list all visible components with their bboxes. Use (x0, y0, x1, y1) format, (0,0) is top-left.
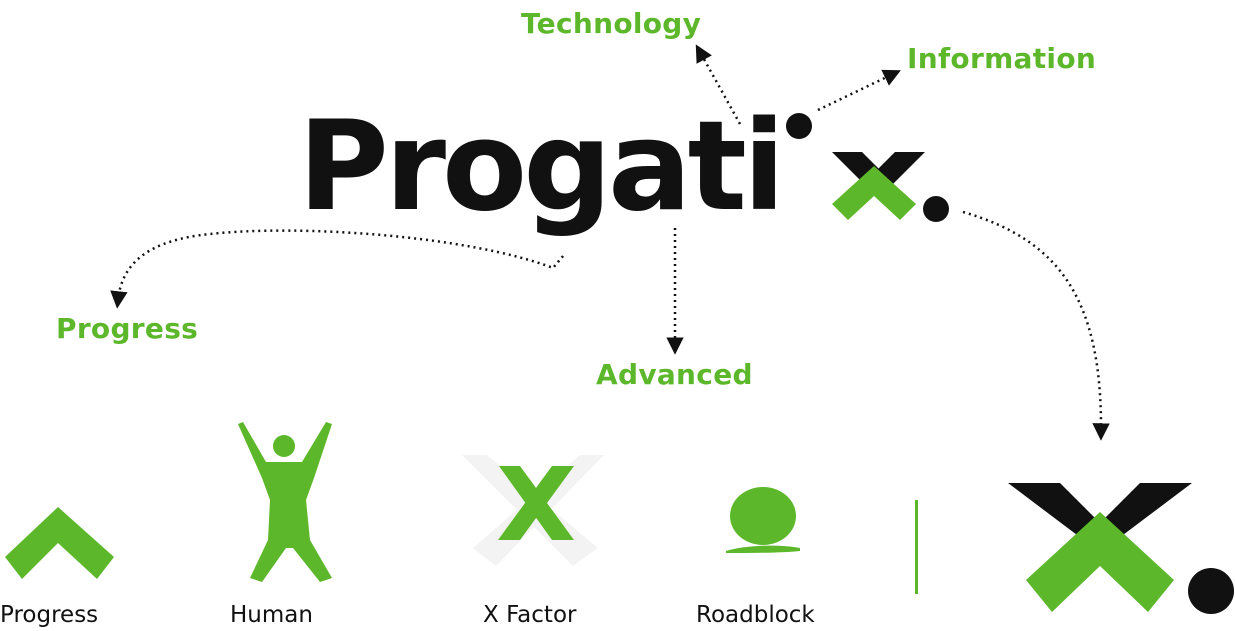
label-progress: Progress (56, 312, 199, 345)
wordmark-dot (923, 196, 949, 222)
i-dot (786, 113, 812, 139)
label-information: Information (907, 42, 1097, 75)
wordmark-x-icon (786, 113, 949, 222)
label-technology: Technology (521, 7, 702, 40)
label-advanced: Advanced (596, 358, 753, 391)
chevron-up-icon (5, 507, 114, 579)
human-silhouette-icon (238, 422, 332, 582)
wordmark-x-right-arm (877, 152, 925, 185)
arrow-information (817, 69, 901, 112)
arrow-progress (110, 229, 564, 309)
caption-roadblock: Roadblock (696, 602, 815, 628)
arrow-final-mark (962, 210, 1110, 441)
wordmark-x-green-chevron (832, 166, 916, 220)
wordmark-text: Progati (298, 95, 785, 239)
caption-x-factor: X Factor (483, 602, 577, 628)
vertical-divider (915, 500, 918, 594)
arrow-technology (695, 44, 742, 125)
caption-human: Human (230, 602, 313, 628)
roadblock-icon (726, 487, 800, 553)
progatix-x-mark-icon (1008, 483, 1234, 614)
caption-progress: Progress (0, 602, 99, 628)
x-factor-icon (462, 455, 604, 566)
